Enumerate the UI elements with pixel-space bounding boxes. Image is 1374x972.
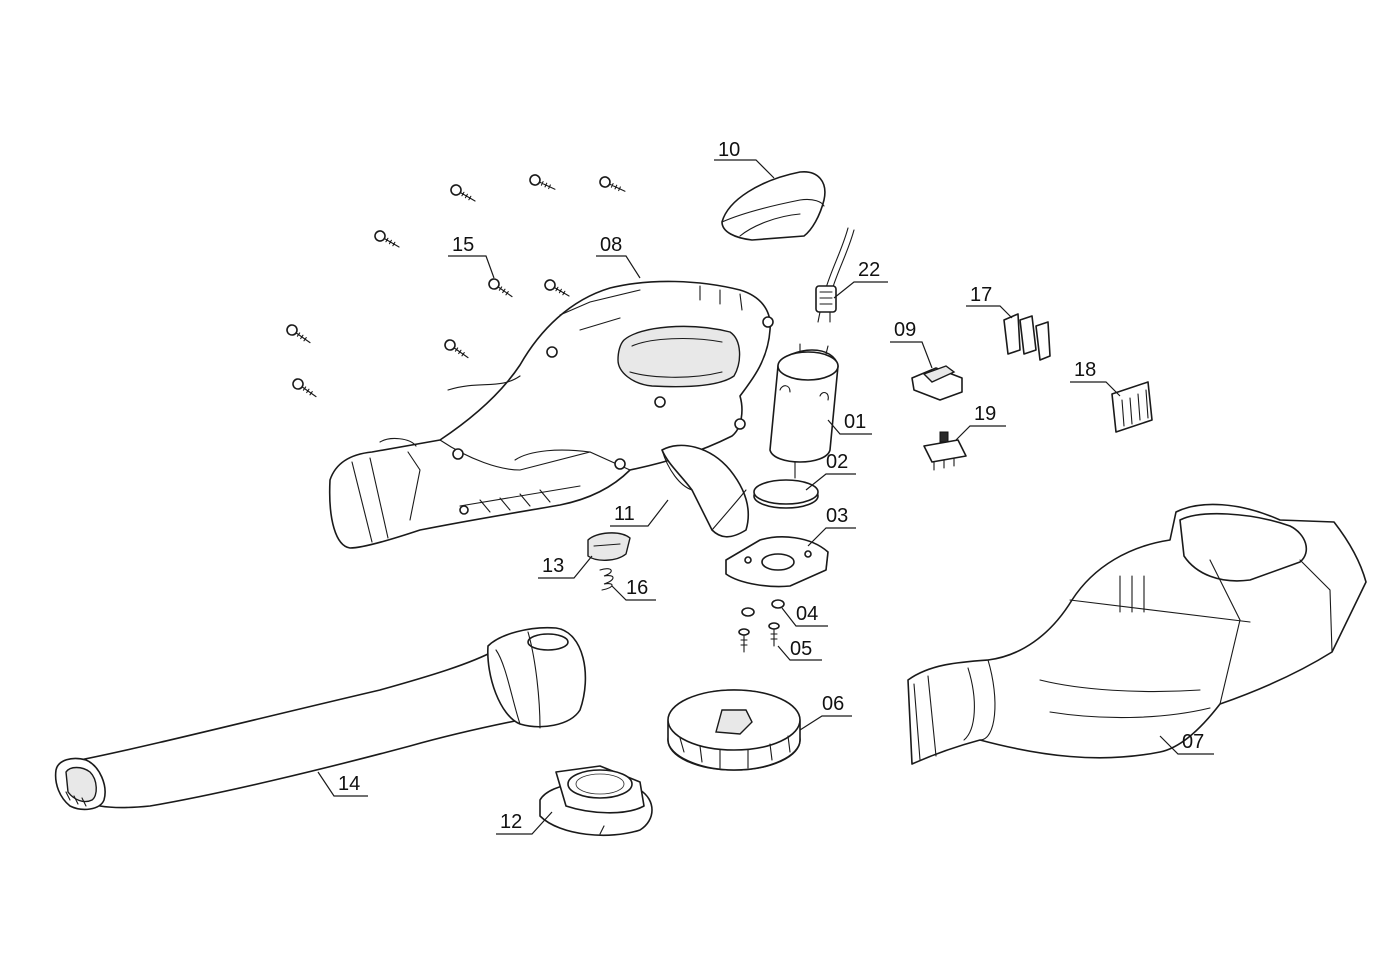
part-12-nozzle-adapter [539, 765, 653, 837]
callout-05: 05 [777, 638, 822, 661]
part-11-air-duct [661, 444, 750, 538]
callout-label-02: 02 [826, 451, 848, 473]
part-13-button [587, 532, 631, 561]
part-02-ring [753, 479, 819, 509]
callout-02: 02 [805, 451, 856, 491]
callout-19: 19 [955, 403, 1006, 441]
callout-label-18: 18 [1074, 359, 1096, 381]
callout-label-14: 14 [338, 773, 360, 795]
part-07-housing-half [907, 503, 1367, 765]
part-22-cable [815, 227, 855, 323]
callout-14: 14 [317, 771, 368, 797]
part-06-fan [667, 689, 801, 771]
part-05-screws [738, 622, 780, 653]
callout-label-13: 13 [542, 555, 564, 577]
callout-label-12: 12 [500, 811, 522, 833]
callout-label-09: 09 [894, 319, 916, 341]
part-15-screws [286, 174, 626, 398]
callout-label-10: 10 [718, 139, 740, 161]
callout-06: 06 [799, 693, 852, 731]
callout-label-08: 08 [600, 234, 622, 256]
callout-label-04: 04 [796, 603, 818, 625]
part-16-spring [599, 568, 614, 591]
callout-label-03: 03 [826, 505, 848, 527]
callout-01: 01 [827, 411, 872, 435]
part-14-blower-tube [54, 626, 587, 811]
part-01-motor [769, 343, 839, 479]
callout-17: 17 [966, 284, 1013, 319]
callout-03: 03 [807, 505, 856, 547]
callout-label-06: 06 [822, 693, 844, 715]
callout-label-05: 05 [790, 638, 812, 660]
callout-09: 09 [890, 319, 933, 369]
part-04-washers [741, 599, 785, 617]
callout-22: 22 [833, 259, 888, 299]
part-10-switch-cover [721, 171, 826, 241]
part-08-housing-half [328, 280, 774, 549]
callout-10: 10 [714, 139, 775, 179]
callout-08: 08 [596, 234, 641, 279]
part-19-slide-switch [923, 431, 967, 471]
part-17-terminals [1003, 313, 1051, 361]
callout-15: 15 [448, 234, 495, 279]
callout-18: 18 [1070, 359, 1121, 397]
callout-label-19: 19 [974, 403, 996, 425]
part-18-connector [1111, 381, 1153, 433]
callout-label-17: 17 [970, 284, 992, 306]
callout-13: 13 [538, 555, 593, 579]
callout-label-11: 11 [614, 503, 635, 525]
part-03-motor-mount [725, 536, 829, 588]
callout-label-15: 15 [452, 234, 474, 256]
callout-11: 11 [610, 499, 669, 527]
callout-16: 16 [611, 577, 656, 601]
callout-07: 07 [1159, 731, 1214, 755]
callout-label-16: 16 [626, 577, 648, 599]
part-09-switch [911, 365, 963, 401]
callout-label-07: 07 [1182, 731, 1204, 753]
callout-label-22: 22 [858, 259, 880, 281]
callout-04: 04 [781, 603, 828, 627]
callout-12: 12 [496, 811, 553, 835]
callout-label-01: 01 [844, 411, 866, 433]
